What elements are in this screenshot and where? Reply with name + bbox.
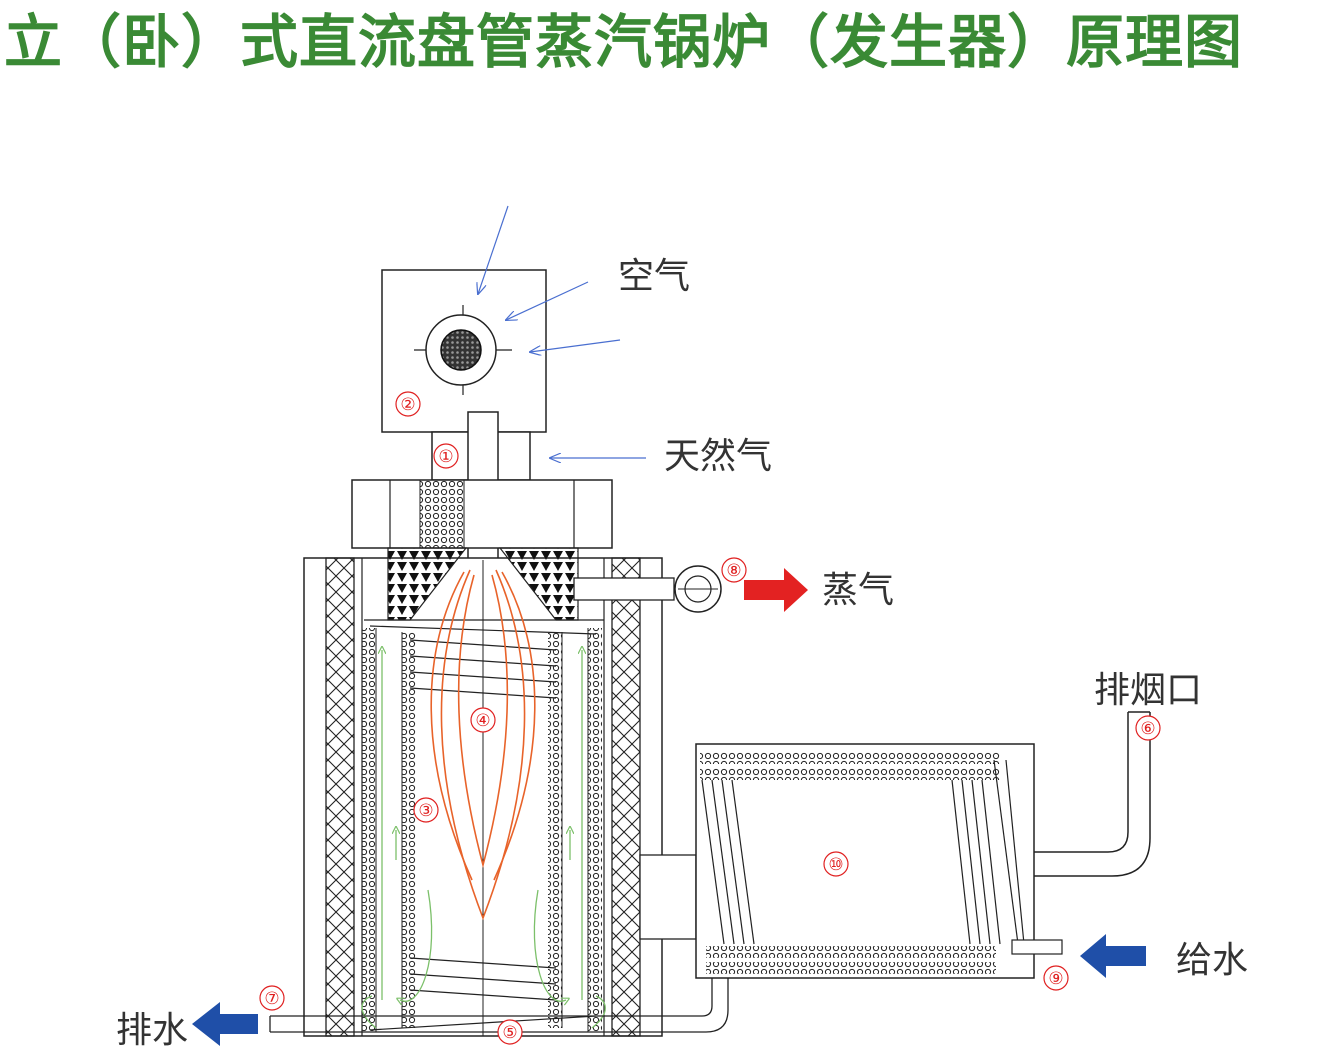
air-arrows xyxy=(478,205,621,352)
drain-pipe xyxy=(269,978,729,1033)
markers: ① ② ③ ④ ⑤ ⑥ ⑦ ⑧ ⑨ ⑩ xyxy=(259,391,1161,1045)
marker-3: ③ xyxy=(418,801,433,821)
feed-water-pipe xyxy=(1011,939,1063,955)
marker-2: ② xyxy=(400,395,415,415)
marker-6: ⑥ xyxy=(1140,719,1155,739)
drain-arrow-icon xyxy=(192,1002,258,1046)
burner-box xyxy=(381,269,547,433)
economizer xyxy=(695,743,1035,979)
page-title: 立（卧）式直流盘管蒸汽锅炉（发生器）原理图 xyxy=(4,8,1244,76)
main-coil xyxy=(362,625,602,1032)
label-natural-gas: 天然气 xyxy=(664,436,772,477)
marker-10: ⑩ xyxy=(828,855,843,875)
label-feed-water: 给水 xyxy=(1176,940,1248,981)
marker-8: ⑧ xyxy=(726,561,741,581)
marker-5: ⑤ xyxy=(502,1023,517,1043)
label-exhaust: 排烟口 xyxy=(1094,670,1202,711)
marker-9: ⑨ xyxy=(1048,969,1063,989)
flame xyxy=(430,569,536,921)
flue-duct xyxy=(639,854,697,940)
steam-outlet xyxy=(573,565,722,613)
feed-water-arrow-icon xyxy=(1080,934,1146,978)
flue-gas-flow xyxy=(361,650,606,1029)
label-air: 空气 xyxy=(618,256,690,297)
marker-4: ④ xyxy=(475,711,490,731)
steam-arrow-icon xyxy=(744,568,808,612)
label-drain: 排水 xyxy=(116,1010,188,1051)
exhaust-chimney xyxy=(1034,711,1151,877)
marker-7: ⑦ xyxy=(264,989,279,1009)
marker-1: ① xyxy=(438,447,453,467)
burner-flange xyxy=(351,479,613,549)
label-steam: 蒸气 xyxy=(822,570,894,611)
